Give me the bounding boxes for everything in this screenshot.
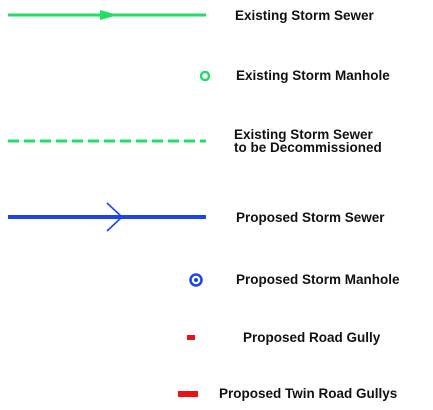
decommissioned-label-line-2: to be Decommissioned [234,140,382,155]
existing-storm-sewer-symbol [8,10,206,20]
proposed-twin-road-gullys-label: Proposed Twin Road Gullys [219,386,398,401]
proposed-storm-manhole-symbol [189,273,203,287]
proposed-storm-sewer-chevron [106,202,124,232]
proposed-twin-road-gullys-symbol [178,391,198,397]
proposed-road-gully-symbol [187,335,195,340]
proposed-storm-sewer-label: Proposed Storm Sewer [236,210,385,225]
proposed-storm-manhole-dot [194,278,198,282]
proposed-storm-manhole-label: Proposed Storm Manhole [236,272,400,287]
decommissioned-storm-sewer-label: Existing Storm Sewer to be Decommissione… [234,127,382,155]
existing-storm-manhole-symbol [199,70,211,82]
existing-storm-sewer-arrowhead [100,10,118,20]
existing-storm-sewer-label: Existing Storm Sewer [235,8,374,23]
existing-storm-manhole-label: Existing Storm Manhole [236,68,390,83]
proposed-road-gully-label: Proposed Road Gully [243,330,381,345]
proposed-storm-manhole-ring [189,273,203,287]
decommissioned-label-line-1: Existing Storm Sewer [234,127,373,142]
proposed-storm-sewer-symbol [8,202,206,232]
